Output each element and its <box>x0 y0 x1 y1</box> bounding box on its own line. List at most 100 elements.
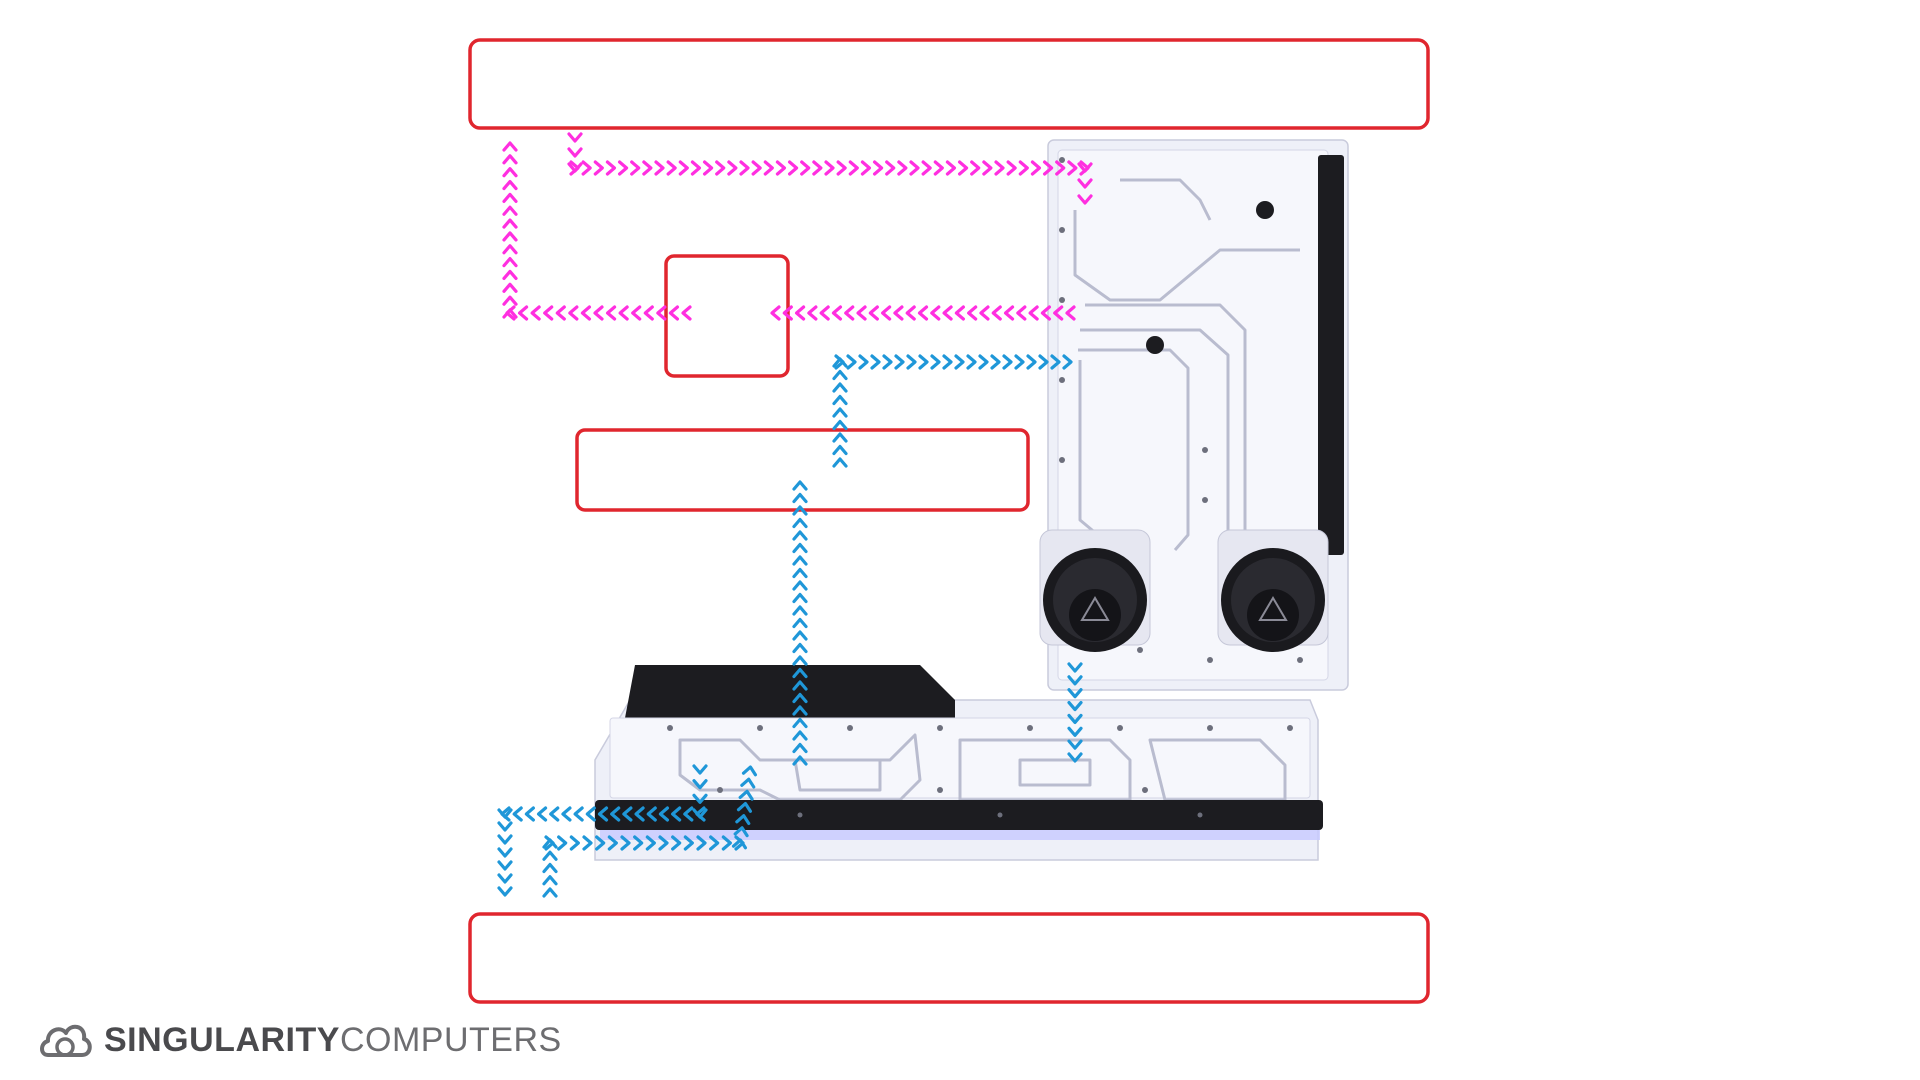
flow-chevron <box>497 860 513 871</box>
flow-chevron <box>846 354 857 370</box>
brand-name-light: COMPUTERS <box>339 1020 562 1059</box>
flow-chevron <box>792 505 808 516</box>
flow-chevron <box>917 305 929 321</box>
flow-chevron <box>882 354 893 370</box>
flow-chevron <box>792 542 808 554</box>
flow-chevron <box>690 160 702 176</box>
flow-chevron <box>1067 700 1083 712</box>
pump-left <box>1039 529 1151 652</box>
flow-chevron <box>502 244 518 255</box>
flow-chevron <box>792 730 808 741</box>
flow-chevron <box>881 305 892 321</box>
flow-chevron <box>502 205 518 216</box>
flow-chevron <box>792 755 808 766</box>
flow-chevron <box>1067 739 1083 750</box>
flow-chevron <box>905 305 916 321</box>
flow-chevron <box>502 192 518 203</box>
flow-chevron <box>683 806 694 822</box>
flow-chevron <box>658 835 669 851</box>
flow-chevron <box>832 457 848 468</box>
flow-chevron <box>582 835 593 851</box>
flow-chevron <box>775 160 787 176</box>
flow-chevron <box>1055 160 1066 176</box>
flow-chevron <box>792 655 808 666</box>
flow-chevron <box>856 305 867 321</box>
flow-chevron <box>787 160 799 176</box>
flow-chevron <box>794 305 806 321</box>
flow-chevron <box>792 517 808 529</box>
flow-chevron <box>605 305 617 321</box>
flow-chevron <box>617 160 629 176</box>
flow-chevron <box>1062 354 1073 370</box>
flow-chevron <box>782 305 793 321</box>
flow-chevron <box>542 862 558 874</box>
flow-chevron <box>585 806 596 822</box>
flow-chevron <box>654 160 665 176</box>
flow-chevron <box>557 835 568 851</box>
flow-chevron <box>530 305 541 321</box>
flow-chevron <box>967 305 978 321</box>
pump-icon <box>1080 596 1110 621</box>
flow-chevron <box>844 305 855 321</box>
flow-chevron <box>807 305 818 321</box>
gpu-backplate-trim <box>625 665 955 718</box>
flow-chevron <box>727 160 738 176</box>
flow-chevron <box>792 605 808 616</box>
flow-chevron <box>792 630 808 641</box>
flow-chevron <box>497 808 513 819</box>
flow-chevron <box>872 160 884 176</box>
brand-logo: SINGULARITY COMPUTERS <box>36 1010 562 1070</box>
flow-chevron <box>836 160 847 176</box>
flow-chevron <box>740 777 756 789</box>
flow-chevron <box>607 835 618 851</box>
flow-chevron <box>792 480 808 491</box>
flow-chevron <box>709 835 720 851</box>
flow-chevron <box>832 444 848 456</box>
flow-chevron <box>561 806 572 822</box>
flow-chevron <box>860 160 872 176</box>
flow-chevron <box>731 838 748 850</box>
horizontal-gpu-plate <box>594 665 1323 861</box>
flow-chevron <box>978 354 989 370</box>
flow-chevron <box>622 806 633 822</box>
flow-chevron <box>1067 713 1083 725</box>
flow-chevron <box>555 305 566 321</box>
flow-chevron <box>683 835 694 851</box>
flow-chevron <box>792 580 808 591</box>
flow-chevron <box>580 305 592 321</box>
flow-chevron <box>918 354 929 370</box>
flow-chevron <box>1030 160 1042 176</box>
flow-chevron <box>736 801 753 813</box>
flow-chevron <box>695 806 706 822</box>
flow-chevron <box>524 806 535 822</box>
flow-chevron <box>751 160 762 176</box>
flow-chevron <box>1038 354 1049 370</box>
flow-chevron <box>618 305 629 321</box>
flow-chevron <box>497 834 513 845</box>
flow-chevron <box>990 354 1001 370</box>
flow-chevron <box>930 354 941 370</box>
flow-chevron <box>868 305 879 321</box>
flow-chevron <box>542 887 558 898</box>
flow-chevron <box>870 354 881 370</box>
flow-chevron <box>792 592 808 604</box>
flow-chevron <box>696 835 707 851</box>
flow-chevron <box>1067 752 1083 763</box>
flow-chevron <box>792 642 808 654</box>
flow-chevron <box>678 160 689 176</box>
bottom-label-box <box>468 912 1430 1004</box>
flow-chevron <box>792 680 808 691</box>
flow-chevron <box>858 354 869 370</box>
flow-chevron <box>792 617 808 629</box>
flow-chevron <box>567 147 583 158</box>
flow-chevron <box>909 160 920 176</box>
flow-chevron <box>1028 305 1039 321</box>
flow-chevron <box>646 806 657 822</box>
flow-chevron <box>1006 160 1017 176</box>
pump-icon <box>1258 596 1288 621</box>
flow-chevron <box>970 160 981 176</box>
flow-chevron <box>502 282 518 293</box>
flow-chevron <box>1077 162 1093 173</box>
flow-chevron <box>832 394 848 406</box>
flow-chevron <box>1014 354 1025 370</box>
